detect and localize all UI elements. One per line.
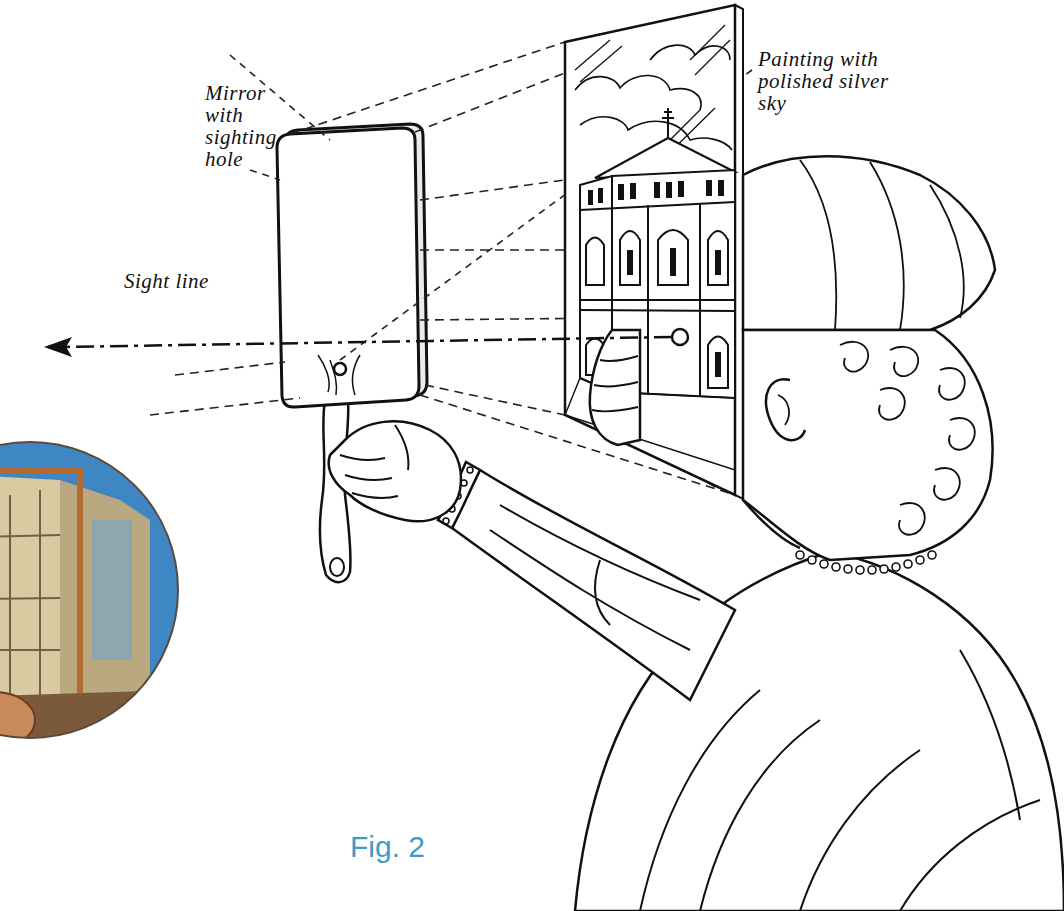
inset-photo [0,430,190,760]
inset-frame [0,470,80,700]
head-hair [743,330,993,560]
finger-lines [340,425,408,498]
part-label: Painting with polished silver sky [758,48,898,114]
painting-hand [590,330,640,445]
handle-ring [330,558,344,576]
part-label: Mirror with sighting hole [205,82,287,170]
inset-building [0,470,60,720]
sleeve [452,470,735,700]
inset-hand [0,692,35,748]
figure-caption: Fig. 2 [350,830,425,864]
painting-fingers [592,356,638,411]
necklace [796,551,936,574]
painting-hole [672,329,688,345]
robe-folds [640,650,1040,911]
projection-lines [150,6,735,495]
neck [743,500,800,548]
inset-street [92,520,132,660]
attic-windows [588,180,724,205]
hand-behind-mirror [318,355,360,395]
inset-border [0,442,178,738]
ear [766,379,805,440]
line-label: Sight line [124,270,274,292]
cap [743,156,995,330]
sight-arrowhead [44,337,72,357]
hair-curls [840,342,975,535]
sleeve-folds [490,505,700,650]
sight-line [62,337,672,347]
ear-inner [778,395,789,425]
mirror-hand [329,421,461,521]
sighting-hole [334,363,346,375]
inset-building-lines [0,490,60,700]
inset-building-side [60,480,150,700]
painting-panel [565,5,735,495]
mirror-face [277,128,419,407]
cap-seams [800,160,964,330]
